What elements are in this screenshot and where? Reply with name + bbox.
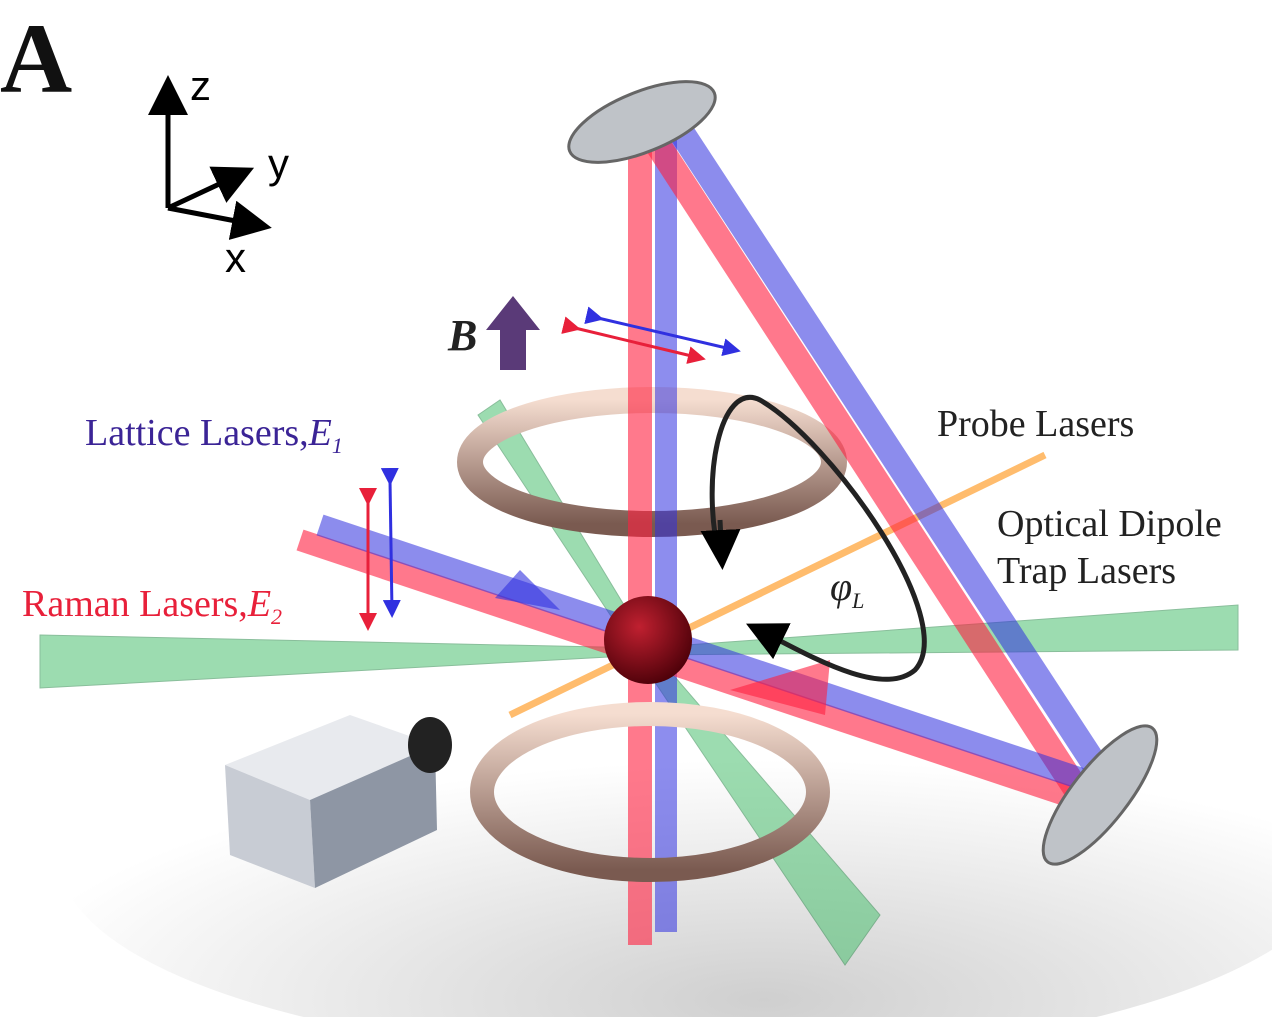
lower-coil: [470, 702, 830, 882]
magnetic-field-label: B: [447, 311, 477, 360]
panel-label: A: [0, 3, 72, 114]
lattice-raman-beams: [296, 514, 1104, 811]
z-axis-label: z: [190, 62, 211, 109]
odt-label-line2: Trap Lasers: [997, 550, 1176, 592]
rotation-angle-arrow: [709, 395, 927, 682]
diagonal-beams: [634, 110, 1116, 803]
probe-lasers-label: Probe Lasers: [937, 403, 1134, 445]
bottom-right-mirror: [1041, 724, 1159, 866]
camera: [225, 715, 452, 888]
x-axis-label: x: [225, 234, 246, 281]
x-axis-arrow: [167, 200, 272, 241]
angle-label: φL: [830, 564, 864, 613]
atom-cloud: [604, 596, 692, 684]
y-axis-label: y: [268, 140, 289, 187]
coordinate-axes: [148, 75, 272, 241]
y-axis-arrow: [166, 166, 255, 211]
probe-beam: [508, 451, 1047, 719]
top-mirror: [567, 80, 717, 164]
odt-label-line1: Optical Dipole: [997, 503, 1222, 545]
lattice-lasers-label: Lattice Lasers,E1: [85, 412, 343, 458]
polarization-arrows: [359, 306, 741, 631]
angle-arrow-head: [700, 519, 741, 570]
magnetic-field-arrow: [486, 296, 540, 370]
raman-lasers-label: Raman Lasers,E2: [22, 583, 282, 629]
